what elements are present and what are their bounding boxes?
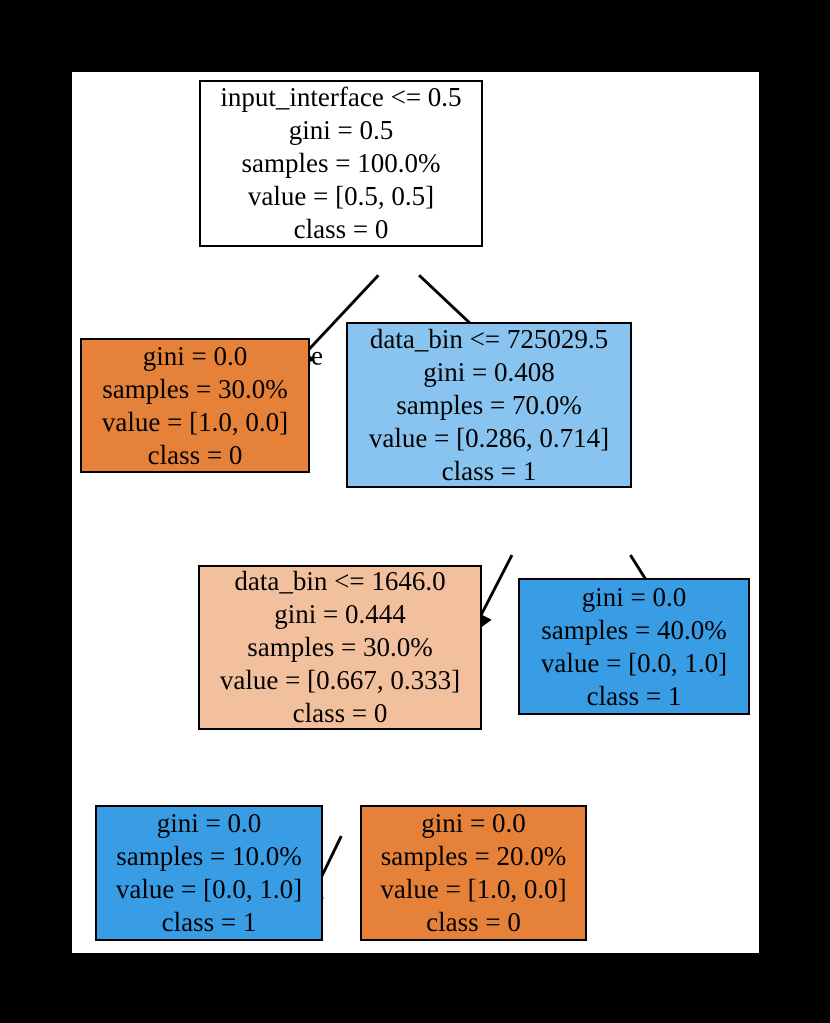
node-value: value = [0.667, 0.333] <box>219 665 461 695</box>
node-samples: samples = 30.0% <box>247 632 433 662</box>
node-gini: gini = 0.5 <box>288 115 394 145</box>
node-class: class = 0 <box>147 439 243 470</box>
node-samples: samples = 10.0% <box>116 841 302 871</box>
node-value: value = [0.286, 0.714] <box>368 422 610 453</box>
tree-node-split-false: data_bin <= 725029.5 gini = 0.408 sample… <box>346 322 632 488</box>
tree-node-leaf-true: gini = 0.0 samples = 30.0% value = [1.0,… <box>80 338 310 473</box>
node-condition: data_bin <= 1646.0 <box>234 566 446 596</box>
node-gini: gini = 0.444 <box>274 599 406 629</box>
node-gini: gini = 0.0 <box>581 581 687 612</box>
tree-node-split-inner: data_bin <= 1646.0 gini = 0.444 samples … <box>198 565 482 730</box>
tree-node-leaf-10pct: gini = 0.0 samples = 10.0% value = [0.0,… <box>95 805 323 941</box>
node-value: value = [0.0, 1.0] <box>540 647 728 678</box>
node-samples: samples = 70.0% <box>396 389 582 420</box>
node-value: value = [0.0, 1.0] <box>115 874 303 904</box>
node-class: class = 0 <box>426 907 521 937</box>
node-value: value = [1.0, 0.0] <box>101 406 289 437</box>
node-condition: input_interface <= 0.5 <box>220 82 462 112</box>
node-value: value = [0.5, 0.5] <box>247 181 435 211</box>
node-samples: samples = 30.0% <box>102 373 288 404</box>
node-samples: samples = 20.0% <box>380 841 567 871</box>
node-gini: gini = 0.0 <box>142 340 248 371</box>
node-class: class = 1 <box>586 680 682 711</box>
node-condition: data_bin <= 725029.5 <box>369 323 609 354</box>
tree-node-leaf-20pct: gini = 0.0 samples = 20.0% value = [1.0,… <box>360 805 587 941</box>
node-class: class = 0 <box>293 214 389 244</box>
tree-node-root: input_interface <= 0.5 gini = 0.5 sample… <box>199 80 483 247</box>
node-gini: gini = 0.408 <box>423 356 555 387</box>
node-samples: samples = 40.0% <box>541 614 727 645</box>
node-gini: gini = 0.0 <box>156 808 262 838</box>
node-class: class = 0 <box>292 698 388 728</box>
node-gini: gini = 0.0 <box>421 808 526 838</box>
node-value: value = [1.0, 0.0] <box>380 874 567 904</box>
node-class: class = 1 <box>441 455 537 486</box>
tree-node-leaf-40pct: gini = 0.0 samples = 40.0% value = [0.0,… <box>518 578 750 715</box>
node-samples: samples = 100.0% <box>241 148 441 178</box>
node-class: class = 1 <box>161 907 257 937</box>
